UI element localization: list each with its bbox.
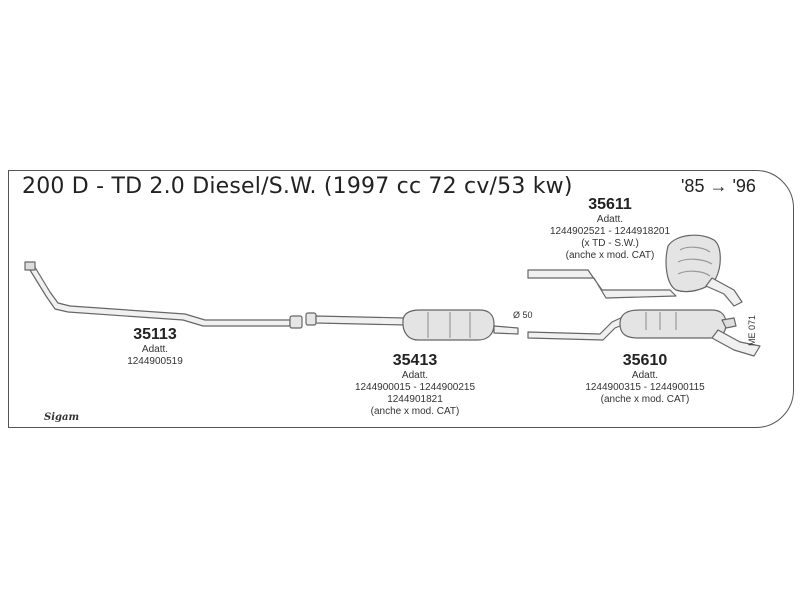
part-line: 1244902521 - 1244918201: [549, 226, 671, 237]
rear-tailpipe-35610: [711, 329, 761, 357]
part-number: 35610: [622, 352, 668, 369]
part-label-35611: 35611 Adatt. 1244902521 - 1244918201 (x …: [530, 196, 690, 262]
part-line: 1244900015 - 1244900215: [354, 382, 476, 393]
part-line: Adatt.: [141, 344, 169, 355]
part-line: Adatt.: [631, 370, 659, 381]
pipe-diameter-label: Ø 50: [513, 310, 533, 320]
part-label-35610: 35610 Adatt. 1244900315 - 1244900115 (an…: [565, 352, 725, 406]
part-line: (x TD - S.W.): [581, 238, 639, 249]
rear-hanger: [721, 317, 737, 329]
front-pipe-clamp: [289, 315, 303, 329]
rear-silencer-35610: [619, 309, 727, 339]
rear-tailpipe-35611: [705, 277, 743, 307]
front-pipe-flange: [24, 261, 36, 271]
part-line: (anche x mod. CAT): [565, 250, 655, 261]
middle-silencer-35413: [402, 309, 495, 341]
part-line: (anche x mod. CAT): [600, 394, 690, 405]
part-label-35413: 35413 Adatt. 1244900015 - 1244900215 124…: [335, 352, 495, 418]
front-pipe-35113: [27, 263, 291, 327]
rear-silencer-35611: [665, 234, 721, 293]
part-line: 1244901821: [387, 394, 443, 405]
part-line: 1244900519: [127, 356, 183, 367]
drawing-code: ME 071: [747, 314, 757, 346]
part-number: 35413: [392, 352, 438, 369]
diagram-frame: [8, 170, 794, 428]
rear-pipe-35610: [527, 315, 626, 341]
mid-pipe-inlet: [315, 315, 406, 326]
part-line: 1244900315 - 1244900115: [585, 382, 705, 393]
year-range: '85 → '96: [681, 176, 756, 196]
mid-pipe-outlet: [493, 325, 519, 335]
mid-pipe-sleeve: [305, 312, 317, 326]
part-line: (anche x mod. CAT): [370, 406, 460, 417]
part-number: 35611: [588, 196, 632, 213]
brand-logo: Sigam: [44, 412, 80, 423]
part-number: 35113: [133, 326, 177, 343]
rear-pipe-35611: [527, 269, 677, 299]
part-line: Adatt.: [596, 214, 624, 225]
part-line: Adatt.: [401, 370, 429, 381]
part-label-35113: 35113 Adatt. 1244900519: [110, 326, 200, 368]
diagram-title: 200 D - TD 2.0 Diesel/S.W. (1997 cc 72 c…: [22, 174, 573, 199]
